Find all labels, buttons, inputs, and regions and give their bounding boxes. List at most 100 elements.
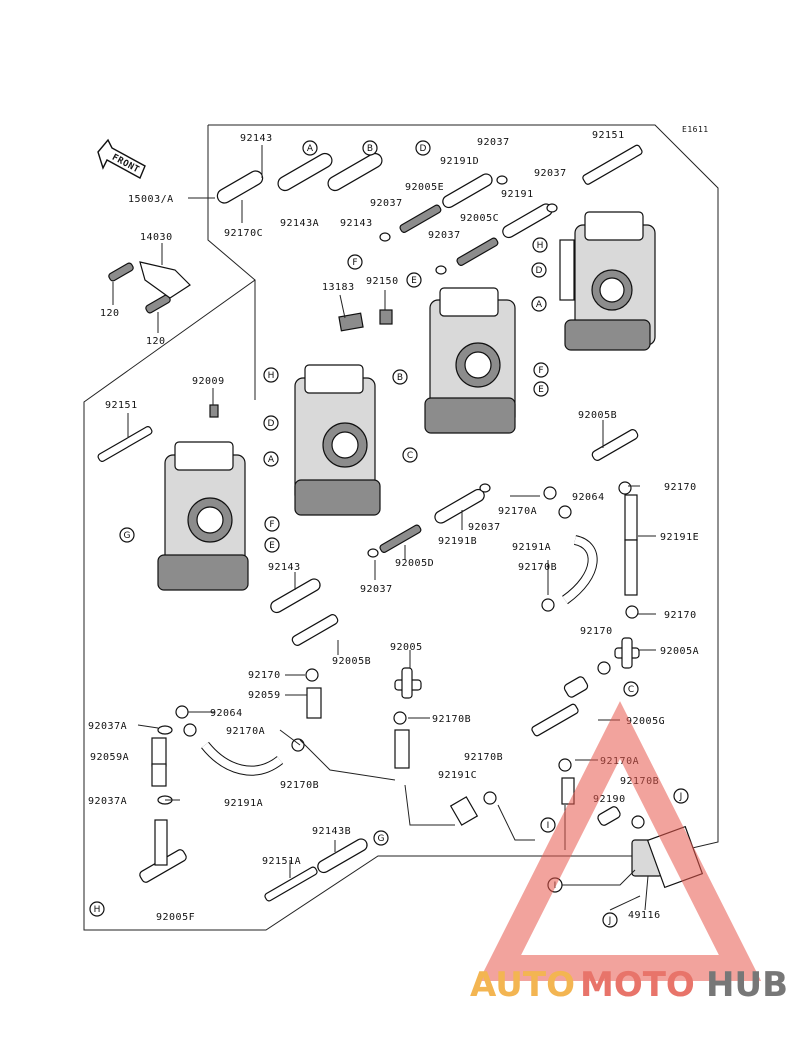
svg-text:B: B	[367, 144, 373, 154]
part-label: 92191A	[512, 542, 551, 553]
ref-marker: G	[119, 527, 135, 543]
part-label: 92151	[592, 130, 625, 141]
ref-marker: A	[263, 451, 279, 467]
part-label: 92005F	[156, 912, 195, 923]
part-label: 92191	[501, 189, 534, 200]
part-label: 92170	[664, 610, 697, 621]
ref-marker: B	[392, 369, 408, 385]
svg-text:H: H	[537, 241, 544, 251]
svg-text:B: B	[397, 373, 403, 383]
part-label: 92064	[572, 492, 605, 503]
ref-marker: F	[533, 362, 549, 378]
part-label: 120	[146, 336, 166, 347]
leader-lines	[112, 145, 656, 911]
part-label: 92191E	[660, 532, 699, 543]
clamps-and-bolts	[108, 175, 704, 889]
svg-text:H: H	[94, 905, 101, 915]
part-label: 92143	[268, 562, 301, 573]
part-label: 92009	[192, 376, 225, 387]
part-label: 49116	[628, 910, 661, 921]
part-label: 92170A	[226, 726, 265, 737]
svg-text:E: E	[411, 276, 417, 286]
part-label: 92037	[428, 230, 461, 241]
ref-marker: E	[533, 381, 549, 397]
part-label: 92170	[580, 626, 613, 637]
part-label: 92191A	[224, 798, 263, 809]
ref-marker: J	[673, 788, 689, 804]
part-label: 92005D	[395, 558, 434, 569]
part-label: 92143B	[312, 826, 351, 837]
ref-marker: A	[302, 140, 318, 156]
svg-text:J: J	[608, 916, 612, 926]
part-label: 92005A	[660, 646, 699, 657]
part-label: 92005B	[578, 410, 617, 421]
ref-marker: E	[406, 272, 422, 288]
ref-marker: C	[402, 447, 418, 463]
part-label: 92143	[240, 133, 273, 144]
watermark-logo: AUTO MOTO HUB	[470, 701, 788, 1005]
part-label: 92151	[105, 400, 138, 411]
part-label: 92170B	[518, 562, 557, 573]
part-label: 92037	[370, 198, 403, 209]
part-label: 14030	[140, 232, 173, 243]
part-label: 92037	[360, 584, 393, 595]
part-label: 92005E	[405, 182, 444, 193]
part-label: 92170A	[498, 506, 537, 517]
part-label: 92190	[593, 794, 626, 805]
reference-markers: A B D F E H D A H D A G F E B F E C C J …	[89, 140, 689, 928]
part-label: 92037	[477, 137, 510, 148]
svg-text:D: D	[420, 144, 427, 154]
ref-marker: D	[531, 262, 547, 278]
svg-text:J: J	[679, 792, 683, 802]
part-label: 92005B	[332, 656, 371, 667]
svg-text:D: D	[268, 419, 275, 429]
svg-text:E: E	[269, 541, 275, 551]
ref-marker: A	[531, 296, 547, 312]
part-label: 92191D	[440, 156, 479, 167]
svg-text:A: A	[307, 144, 314, 154]
part-label: 92170C	[224, 228, 263, 239]
part-label: 92037A	[88, 721, 127, 732]
svg-text:I: I	[547, 821, 550, 831]
front-arrow-icon: FRONT	[97, 138, 146, 179]
svg-text:F: F	[352, 258, 357, 268]
svg-text:E: E	[538, 385, 544, 395]
ref-marker: C	[623, 681, 639, 697]
ref-marker: H	[89, 901, 105, 917]
svg-text:D: D	[536, 266, 543, 276]
part-label: 13183	[322, 282, 355, 293]
ref-marker: D	[263, 415, 279, 431]
ref-marker: E	[264, 537, 280, 553]
part-label: 92151A	[262, 856, 301, 867]
part-labels: 92143 15003/A 92170C 92143A 92143 92037 …	[88, 130, 699, 923]
carburetor-body-front-left	[157, 441, 249, 591]
part-label: 92170B	[464, 752, 503, 763]
part-label: 92059	[248, 690, 281, 701]
ref-marker: H	[532, 237, 548, 253]
part-label: 92191B	[438, 536, 477, 547]
part-label: 92037A	[88, 796, 127, 807]
svg-text:F: F	[538, 366, 543, 376]
ref-marker: G	[373, 830, 389, 846]
ref-marker: F	[347, 254, 363, 270]
ref-marker: B	[362, 140, 378, 156]
svg-text:C: C	[407, 451, 413, 461]
part-label: 92143	[340, 218, 373, 229]
watermark-hub: HUB	[706, 965, 788, 1005]
part-label: 92005C	[460, 213, 499, 224]
watermark-moto: MOTO	[580, 965, 695, 1005]
part-label: 92170B	[432, 714, 471, 725]
ref-marker: H	[263, 367, 279, 383]
diagram-frame	[83, 124, 719, 931]
part-label: 92005G	[626, 716, 665, 727]
ref-marker: F	[264, 516, 280, 532]
carburetor-body-rear-right	[559, 211, 656, 351]
part-label: 92191C	[438, 770, 477, 781]
part-label: 92170A	[600, 756, 639, 767]
part-label: 92150	[366, 276, 399, 287]
part-label: 92170	[248, 670, 281, 681]
part-label: 92037	[468, 522, 501, 533]
part-label: 92143A	[280, 218, 319, 229]
ref-marker: I	[540, 817, 556, 833]
